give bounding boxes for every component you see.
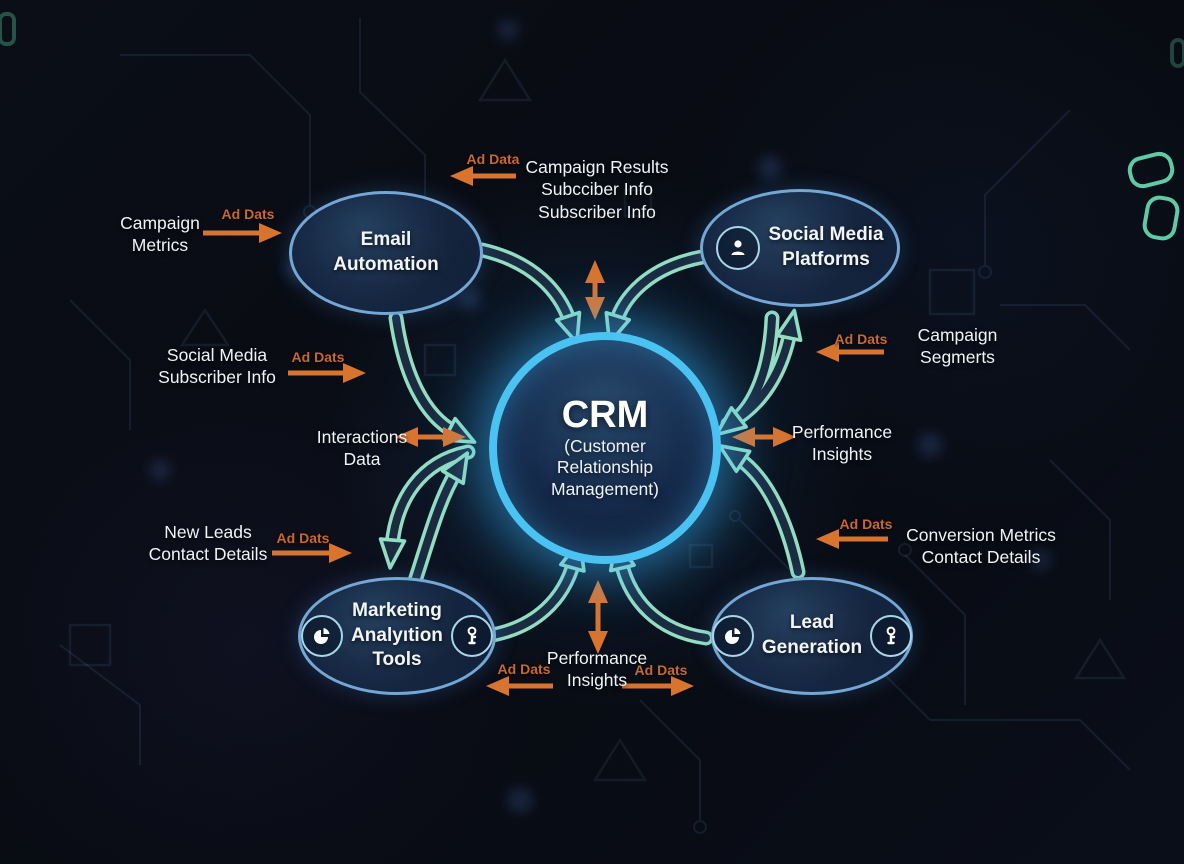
ad-data-label-social-subscriber: Ad Dats [291,349,345,365]
node-lead-generation: Lead Generation [711,577,913,695]
node-lead-generation-label: Lead Generation [761,612,863,658]
ad-data-label-bottom-left: Ad Dats [497,661,551,677]
crm-title: CRM [561,394,649,437]
label-conversion-metrics: Conversion Metrics Contact Details [906,525,1056,568]
key-icon [870,615,913,657]
node-email-automation-label: Email Automation [333,229,439,275]
label-performance-insights-right: Performance Insights [791,422,893,465]
label-social-media-subscriber-info: Social Media Subscriber Info [158,345,276,388]
chart-icon [301,615,344,657]
node-social-media-platforms-label: Social Media Platforms [768,224,884,270]
teal-flow-arrows [378,242,806,646]
label-campaign-results: Campaign Results Subcciber Info Subscrib… [525,157,669,222]
chart-icon [711,615,754,657]
orange-data-arrows [203,166,888,696]
ad-data-label-bottom-right: Ad Dats [634,662,688,678]
node-social-media-platforms: Social Media Platforms [700,189,900,307]
node-marketing-analytics-tools-label: Marketing Analyıtion Tools [351,599,443,671]
ad-data-label-top: Ad Data [466,151,520,167]
ad-data-label-campaign-segments: Ad Dats [834,331,888,347]
label-campaign-segments: Campaign Segmerts [917,325,998,368]
ad-data-label-campaign-metrics: Ad Dats [221,206,275,222]
label-performance-insights-bottom: Performance Insights [546,648,648,691]
node-marketing-analytics-tools: Marketing Analyıtion Tools [298,577,496,695]
crm-node: CRM (Customer Relationship Management) [489,332,721,564]
label-campaign-metrics: Campaign Metrics [120,213,200,256]
teal-decorations [0,12,1184,241]
label-new-leads-contact-details: New Leads Contact Details [148,522,268,565]
label-interactions-data: Interactions Data [316,427,408,470]
crm-subtitle: (Customer Relationship Management) [551,435,659,499]
key-icon [450,615,493,657]
ad-data-label-conversion: Ad Dats [839,516,893,532]
ad-data-label-new-leads: Ad Dats [276,530,330,546]
person-icon [716,226,761,270]
node-email-automation: Email Automation [289,191,483,315]
